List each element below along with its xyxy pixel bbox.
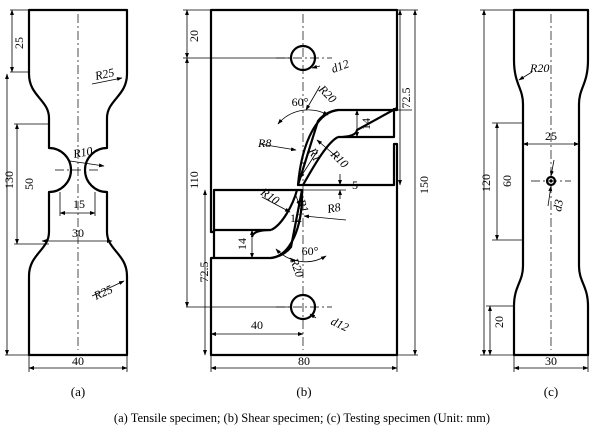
- panel-b-label-r20-lower: R20: [287, 255, 307, 279]
- panel-b-label-72-5-upper: 72.5: [399, 88, 413, 109]
- panel-a-label-r25-top: R25: [93, 65, 116, 83]
- panel-c-testing-specimen: R20 25 120 60 d3 20 30 (c): [479, 8, 590, 399]
- panel-c-hole: [545, 175, 557, 187]
- panel-b-label-r8-lower: R8: [325, 200, 342, 216]
- panel-a-label-15: 15: [73, 197, 85, 211]
- panel-b-label-80: 80: [298, 354, 310, 368]
- panel-b-label-20: 20: [187, 30, 201, 42]
- panel-a-label-50: 50: [22, 178, 36, 190]
- panel-c-label: (c): [544, 384, 558, 399]
- panel-b-label-14-upper: 14: [359, 118, 373, 130]
- panel-a-label-30: 30: [72, 226, 84, 240]
- panel-b-label-5: 5: [352, 178, 358, 192]
- panel-a-leader-r25-top: [91, 77, 123, 85]
- panel-c-leader-d3: [547, 185, 553, 207]
- panel-a-label-25: 25: [12, 37, 26, 49]
- panel-a-label-r10: R10: [71, 144, 93, 161]
- panel-b-label-60-upper: 60°: [292, 95, 309, 109]
- panel-b-angle-arc-upper: [277, 109, 329, 125]
- panel-c-label-30: 30: [545, 354, 557, 368]
- panel-b-label-r8-upper: R8: [257, 136, 271, 150]
- panel-b-label-12: 12: [290, 211, 302, 225]
- panel-c-label-25: 25: [545, 129, 557, 143]
- panel-b-label-60-lower: 60°: [302, 244, 319, 258]
- panel-a-label-130: 130: [2, 171, 16, 189]
- panel-a-leader-r10: [69, 160, 105, 168]
- panel-b-angle-arc-lower: [275, 248, 327, 263]
- panel-b-label-r10-lower: R10: [257, 184, 282, 207]
- panel-c-label-r20: R20: [529, 61, 549, 75]
- panel-b-label-110: 110: [187, 171, 201, 189]
- panel-b-shear-specimen: 20 d12 R20 60° 72.5 14 R8 R1 R10 5 110 1…: [183, 8, 431, 399]
- panel-b-label-14-lower: 14: [235, 238, 249, 250]
- panel-a-label-40: 40: [72, 354, 84, 368]
- panel-b-label-r10-upper: R10: [327, 147, 351, 171]
- panel-c-label-d3: d3: [550, 198, 566, 212]
- figure-caption: (a) Tensile specimen; (b) Shear specimen…: [114, 411, 490, 425]
- panel-b-upper-arc: [296, 108, 339, 186]
- panel-b-label-40: 40: [251, 318, 263, 332]
- panel-c-leader-r20: [518, 71, 533, 81]
- panel-c-label-120: 120: [479, 174, 493, 192]
- panel-b-label-r20-upper: R20: [315, 82, 339, 106]
- panel-a-label-r25-bottom: R25: [91, 282, 115, 303]
- panel-b-label-r1-lower: R1: [294, 196, 312, 214]
- panel-b-label-r1-upper: R1: [305, 145, 324, 164]
- panel-b-label-72-5-lower: 72.5: [197, 262, 211, 283]
- panel-b-label-150: 150: [417, 176, 431, 194]
- panel-b-label-d12-top: d12: [329, 57, 351, 76]
- panel-a-label: (a): [71, 384, 85, 399]
- panel-a-tensile-specimen: 25 130 50 15 30 40 R25 R10 R25 (a): [2, 8, 129, 399]
- panel-c-label-60: 60: [500, 175, 514, 187]
- panel-b-label-d12-bottom: d12: [329, 314, 351, 334]
- panel-b-label: (b): [296, 384, 311, 399]
- panel-a-leader-r25-bottom: [91, 280, 125, 297]
- panel-c-label-20: 20: [492, 316, 506, 328]
